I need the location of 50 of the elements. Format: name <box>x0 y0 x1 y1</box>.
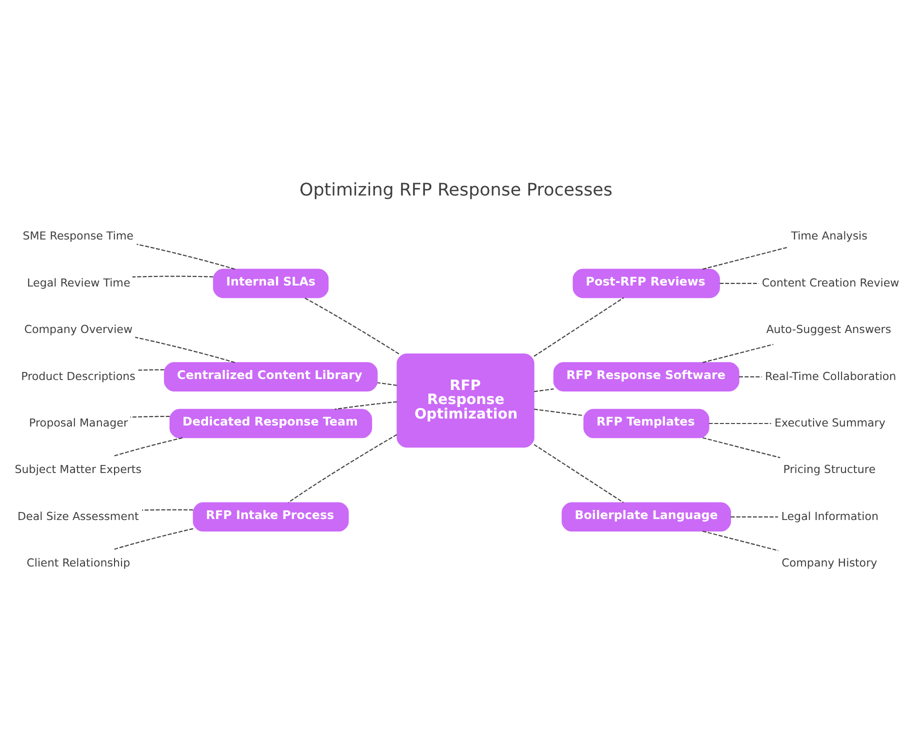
connector <box>730 516 778 518</box>
node-text: Proposal Manager <box>29 416 128 430</box>
node-text: Time Analysis <box>791 230 868 243</box>
node-text: Product Descriptions <box>21 370 136 383</box>
connector <box>702 530 778 552</box>
connector <box>304 297 400 354</box>
connector <box>136 244 235 270</box>
connector <box>142 509 193 511</box>
connector <box>138 369 164 371</box>
connector <box>702 246 788 270</box>
node-box: RFP Templates <box>583 408 710 438</box>
connector <box>702 344 774 364</box>
connector <box>534 444 624 504</box>
node-text: Deal Size Assessment <box>18 510 139 523</box>
node-text: SME Response Time <box>22 230 134 243</box>
connector <box>720 282 759 284</box>
connector <box>334 401 398 410</box>
connector <box>114 528 194 550</box>
node-box: RFP Response Optimization <box>396 353 534 448</box>
node-box: Dedicated Response Team <box>170 408 372 438</box>
node-text: Real-Time Collaboration <box>765 370 896 383</box>
node-text: Legal Information <box>781 510 878 523</box>
connector <box>130 416 170 418</box>
node-box: Boilerplate Language <box>562 502 732 532</box>
node-box: Centralized Content Library <box>164 362 378 392</box>
connector <box>534 388 554 392</box>
node-text: Auto-Suggest Answers <box>766 323 892 336</box>
node-text: Pricing Structure <box>783 463 876 476</box>
connector <box>135 336 235 364</box>
connector <box>377 382 398 386</box>
node-text: Subject Matter Experts <box>14 463 142 476</box>
connector <box>708 422 772 424</box>
connector <box>534 408 584 416</box>
node-text: Company Overview <box>24 323 133 336</box>
connector <box>534 297 624 357</box>
connector <box>132 276 214 278</box>
node-box: RFP Response Software <box>553 362 740 392</box>
connector <box>114 437 183 456</box>
connector <box>739 376 762 378</box>
connector <box>288 434 398 503</box>
node-text: Company History <box>782 556 878 570</box>
node-text: Legal Review Time <box>27 276 130 290</box>
connector <box>702 437 780 458</box>
node-text: Content Creation Review <box>762 276 900 290</box>
node-text: Executive Summary <box>774 416 886 430</box>
node-text: Client Relationship <box>26 556 130 570</box>
node-box: Internal SLAs <box>213 268 329 298</box>
diagram-title: Optimizing RFP Response Processes <box>300 180 612 200</box>
node-box: RFP Intake Process <box>192 502 349 532</box>
node-box: Post-RFP Reviews <box>572 268 720 298</box>
